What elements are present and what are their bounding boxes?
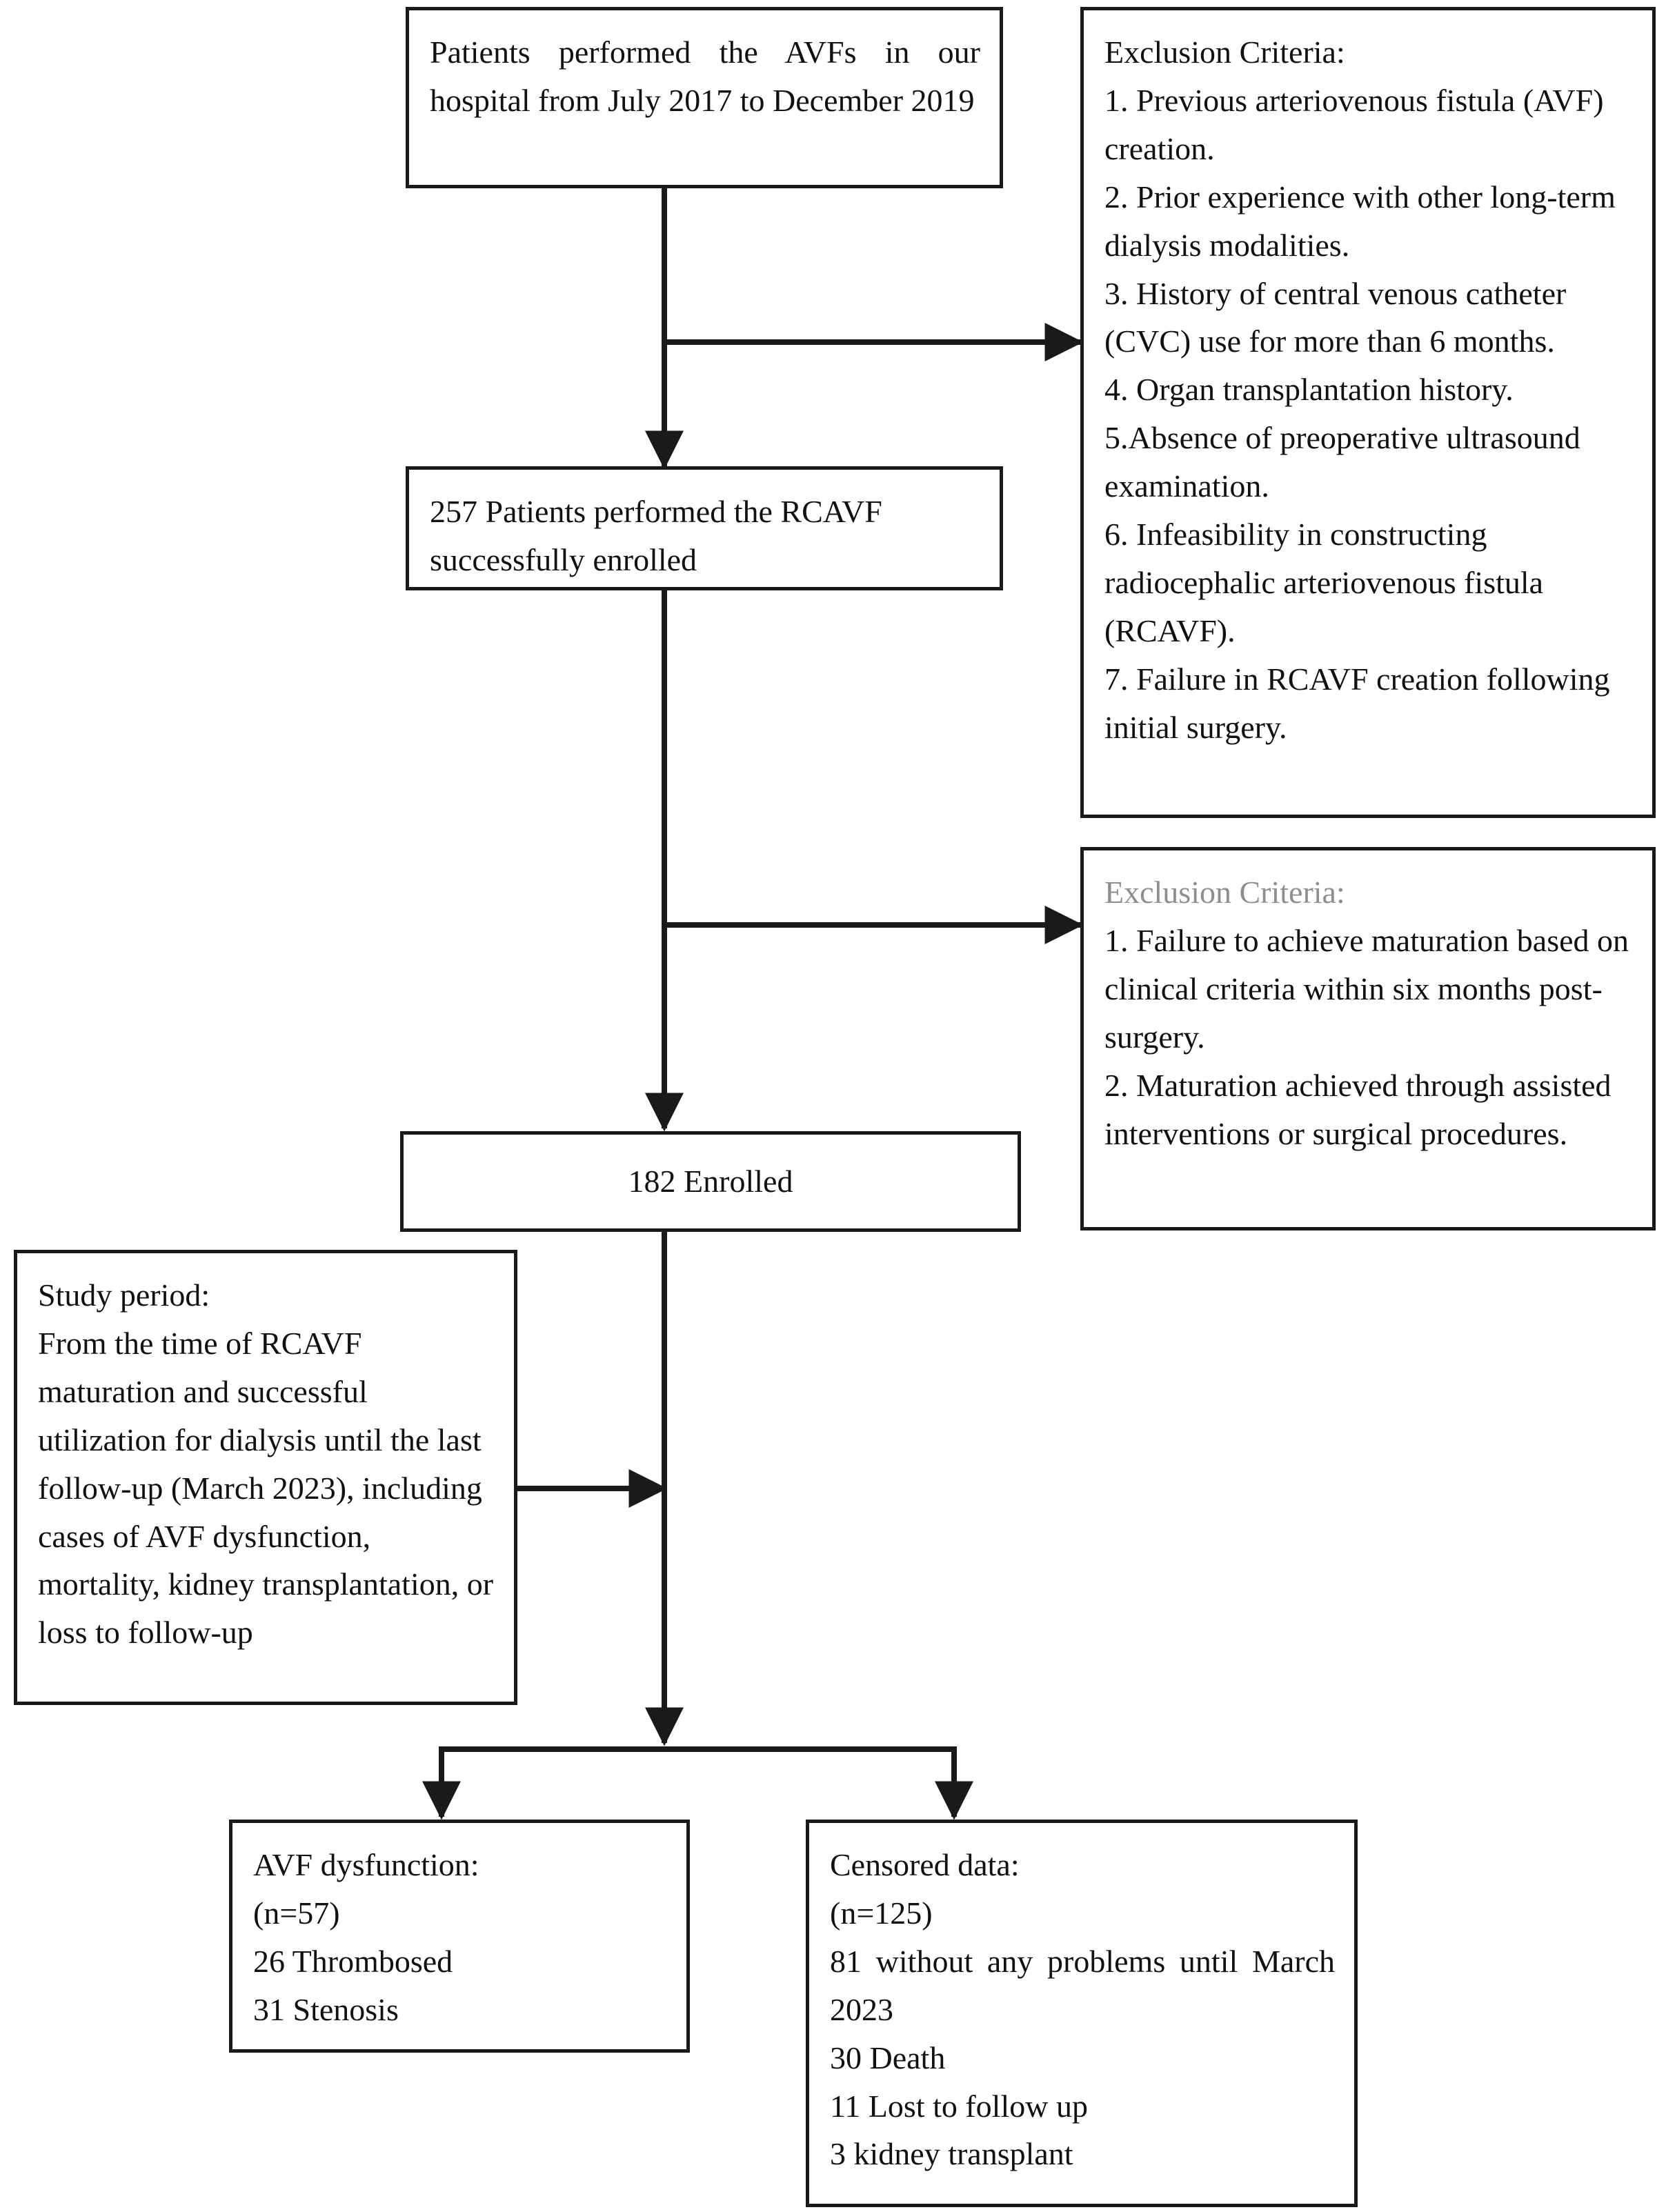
exclusion-1-item-1: 1. Previous arteriovenous fistula (AVF) … <box>1104 82 1604 166</box>
node-enrolled-257: 257 Patients performed the RCAVF success… <box>406 466 1003 590</box>
exclusion-1-heading: Exclusion Criteria: <box>1104 34 1345 70</box>
node-exclusion-criteria-2: Exclusion Criteria: 1. Failure to achiev… <box>1080 847 1656 1230</box>
censored-data-item-3: 11 Lost to follow up <box>830 2088 1088 2124</box>
avf-dysfunction-item-1: 26 Thrombosed <box>253 1943 453 1979</box>
exclusion-2-item-1: 1. Failure to achieve maturation based o… <box>1104 922 1629 1055</box>
censored-data-item-2: 30 Death <box>830 2040 946 2075</box>
source-population-label: Patients performed the AVFs in our hospi… <box>430 34 980 118</box>
avf-dysfunction-count: (n=57) <box>253 1895 340 1931</box>
censored-data-item-4: 3 kidney transplant <box>830 2136 1073 2172</box>
study-period-body: From the time of RCAVF maturation and su… <box>38 1325 494 1651</box>
node-avf-dysfunction: AVF dysfunction: (n=57) 26 Thrombosed 31… <box>229 1820 690 2053</box>
exclusion-2-item-2: 2. Maturation achieved through assisted … <box>1104 1067 1612 1151</box>
exclusion-2-heading: Exclusion Criteria: <box>1104 875 1345 910</box>
avf-dysfunction-heading: AVF dysfunction: <box>253 1847 479 1882</box>
node-source-population: Patients performed the AVFs in our hospi… <box>406 7 1003 188</box>
node-enrolled-182: 182 Enrolled <box>400 1131 1021 1232</box>
avf-dysfunction-item-2: 31 Stenosis <box>253 1991 399 2027</box>
exclusion-1-item-4: 4. Organ transplantation history. <box>1104 372 1514 408</box>
enrolled-257-label: 257 Patients performed the RCAVF success… <box>430 494 882 577</box>
node-study-period: Study period: From the time of RCAVF mat… <box>14 1250 517 1705</box>
node-exclusion-criteria-1: Exclusion Criteria: 1. Previous arteriov… <box>1080 7 1656 818</box>
censored-data-heading: Censored data: <box>830 1847 1020 1882</box>
enrolled-182-label: 182 Enrolled <box>628 1164 793 1199</box>
exclusion-1-item-2: 2. Prior experience with other long-term… <box>1104 179 1616 263</box>
exclusion-1-item-6: 6. Infeasibility in constructing radioce… <box>1104 517 1544 648</box>
censored-data-item-1: 81 without any problems until March 2023 <box>830 1943 1335 2027</box>
study-period-heading: Study period: <box>38 1277 210 1313</box>
exclusion-1-item-7: 7. Failure in RCAVF creation following i… <box>1104 661 1610 745</box>
exclusion-1-item-5: 5.Absence of preoperative ultrasound exa… <box>1104 420 1580 504</box>
exclusion-1-item-3: 3. History of central venous catheter (C… <box>1104 275 1567 359</box>
node-censored-data: Censored data: (n=125) 81 without any pr… <box>806 1820 1358 2207</box>
censored-data-count: (n=125) <box>830 1895 933 1931</box>
